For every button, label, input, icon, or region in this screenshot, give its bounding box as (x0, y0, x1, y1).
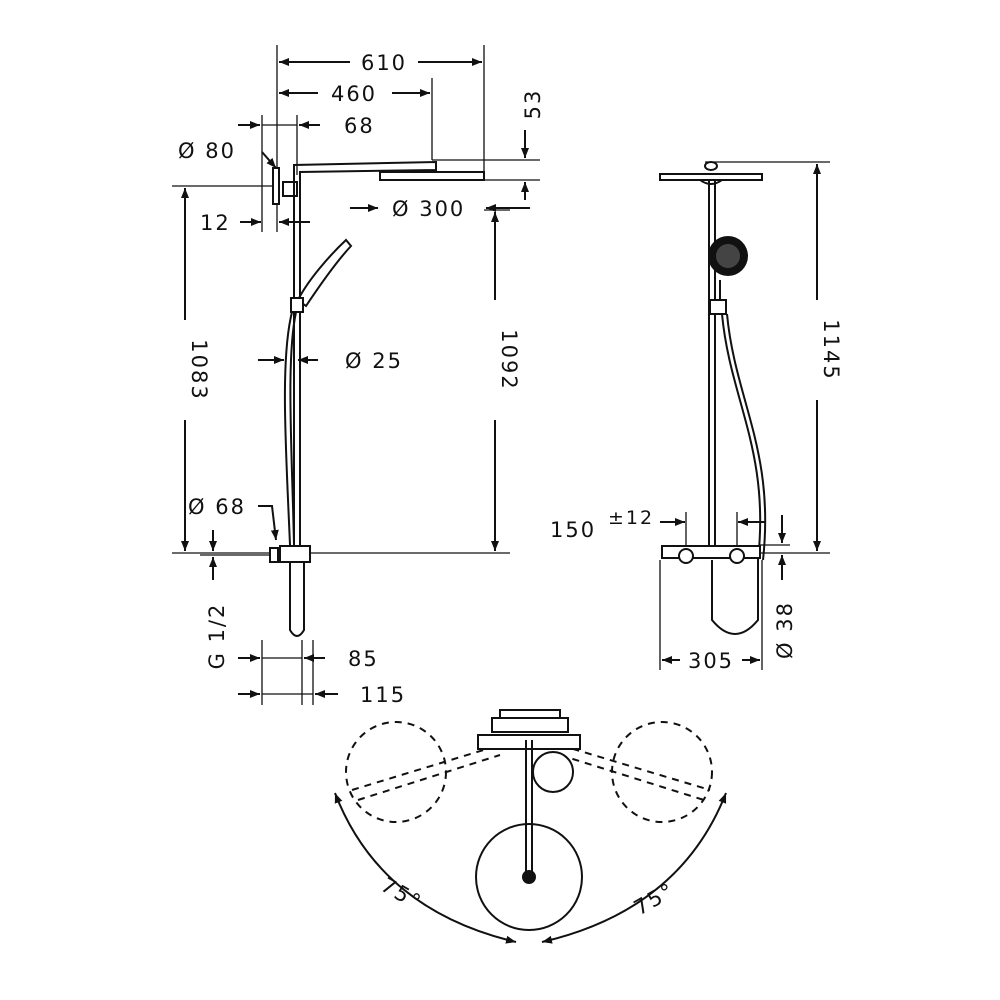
overhead-shower-head (379, 171, 485, 181)
dim-label-53: 53 (521, 89, 545, 120)
dim-label-115: 115 (360, 683, 406, 707)
dim-label-connection: G 1/2 (205, 603, 229, 670)
front-mixer (661, 545, 761, 559)
side-view: 610 460 68 53 Ø 80 Ø 300 12 1083 1092 (172, 45, 545, 707)
top-view: 75° 75° (334, 709, 727, 944)
dim-label-head-diameter: Ø 300 (392, 197, 465, 221)
dim-label-305: 305 (688, 649, 734, 673)
hand-shower (296, 238, 353, 308)
wall-bracket (272, 167, 280, 205)
shower-hose (283, 311, 305, 637)
dim-label-1145: 1145 (819, 319, 843, 380)
angle-arc-right (541, 792, 727, 944)
swing-position-right (611, 721, 713, 823)
top-mixer-body (477, 734, 581, 750)
dim-label-riser-diameter: Ø 25 (345, 349, 403, 373)
dim-label-610: 610 (361, 51, 407, 75)
dim-label-150: 150 (550, 518, 596, 542)
thermostat-mixer (279, 545, 311, 563)
dim-label-85: 85 (348, 647, 379, 671)
dim-label-68: 68 (344, 114, 375, 138)
angle-label-left: 75° (377, 873, 426, 915)
shower-arm (293, 160, 437, 196)
angle-label-right: 75° (630, 878, 679, 920)
swing-position-left (345, 721, 447, 823)
dim-label-1083: 1083 (187, 339, 211, 400)
dim-label-460: 460 (331, 82, 377, 106)
dim-label-tolerance: ±12 (608, 507, 654, 529)
front-hose (711, 313, 762, 635)
front-arm-joint (704, 161, 718, 171)
top-hand-shower (532, 751, 574, 793)
dim-label-mixer-disc: Ø 68 (188, 495, 246, 519)
front-overhead-head (659, 173, 763, 181)
dim-label-1092: 1092 (497, 329, 521, 390)
dim-label-mixer-diameter: Ø 38 (773, 601, 797, 659)
angle-arc-left (334, 792, 517, 944)
dim-label-12: 12 (200, 211, 231, 235)
front-view: 1145 150 ±12 Ø 38 305 (550, 161, 843, 673)
dim-label-wall-disc: Ø 80 (178, 139, 236, 163)
